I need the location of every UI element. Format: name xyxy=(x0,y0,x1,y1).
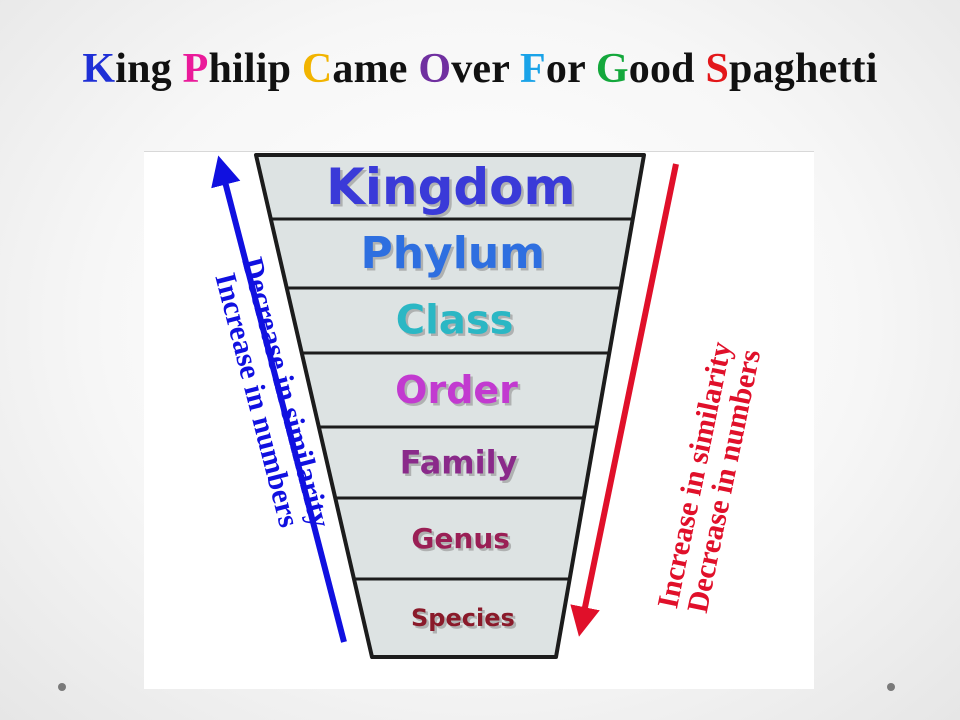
slide-title: King Philip Came Over For Good Spaghetti xyxy=(0,48,960,90)
slide-bullet-right xyxy=(887,683,895,691)
title-word: Came xyxy=(302,46,408,92)
title-word-rest: ood xyxy=(628,46,695,92)
right-arrow xyxy=(570,163,679,637)
level-label-shadow: Phylum xyxy=(363,231,548,282)
level-label-phylum: Phylum xyxy=(360,228,545,279)
title-word-initial: S xyxy=(705,46,730,92)
title-word-rest: ame xyxy=(332,46,408,92)
title-word: Philip xyxy=(183,46,292,92)
title-word-rest: ing xyxy=(115,46,172,92)
level-label-shadow: Family xyxy=(402,446,520,484)
title-word-initial: K xyxy=(82,46,116,92)
title-word: Good xyxy=(596,46,695,92)
title-word-initial: C xyxy=(301,46,333,92)
title-word-rest: ver xyxy=(451,46,510,92)
level-label-class: Class xyxy=(396,298,514,344)
funnel: KingdomKingdomPhylumPhylumClassClassOrde… xyxy=(254,153,646,659)
level-label-shadow: Kingdom xyxy=(329,161,579,219)
taxonomy-funnel-svg: KingdomKingdomPhylumPhylumClassClassOrde… xyxy=(208,153,767,659)
funnel-outline xyxy=(254,153,646,659)
title-word: King xyxy=(82,46,172,92)
level-label-shadow: Order xyxy=(398,371,521,415)
left-arrow xyxy=(211,155,347,643)
title-word-rest: paghetti xyxy=(729,46,878,92)
title-word-rest: or xyxy=(545,46,586,92)
level-label-species: Species xyxy=(411,604,515,632)
level-label-shadow: Species xyxy=(414,607,518,635)
level-label-family: Family xyxy=(400,444,518,482)
level-label-shadow: Genus xyxy=(414,525,513,558)
title-word-initial: O xyxy=(418,46,452,92)
title-word-initial: F xyxy=(520,46,546,92)
title-word: Spaghetti xyxy=(705,46,877,92)
level-label-kingdom: Kingdom xyxy=(326,158,576,216)
title-word-initial: P xyxy=(182,46,209,92)
level-label-order: Order xyxy=(395,368,518,412)
level-label-shadow: Class xyxy=(398,300,516,346)
title-word-initial: G xyxy=(595,46,629,92)
title-word: Over xyxy=(418,46,509,92)
level-label-genus: Genus xyxy=(411,522,510,555)
slide-bullet-left xyxy=(58,683,66,691)
title-word: For xyxy=(520,46,585,92)
title-word-rest: hilip xyxy=(208,46,292,92)
